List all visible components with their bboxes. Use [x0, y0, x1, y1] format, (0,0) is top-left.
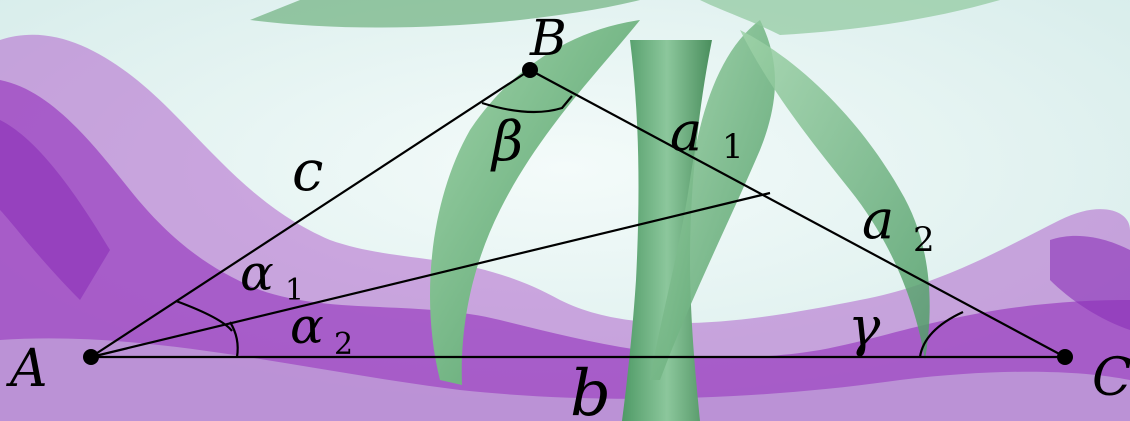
vertex-a-dot — [83, 349, 99, 365]
triangle — [90, 69, 1066, 359]
side-a1-label: a — [670, 100, 702, 163]
side-c-label: c — [292, 139, 323, 204]
side-b-label: b — [570, 357, 611, 421]
angle-alpha2-arc — [229, 321, 239, 358]
angle-gamma-arc — [918, 311, 964, 358]
angle-gamma-label: γ — [848, 295, 881, 358]
side-a1-subscript: 1 — [722, 127, 744, 167]
vertex-b-label: B — [529, 9, 567, 67]
angle-alpha1-arc — [175, 299, 233, 332]
side-c-line — [90, 69, 531, 358]
vertex-b-dot — [522, 62, 538, 78]
side-a2-label: a — [862, 188, 894, 251]
angle-alpha2-subscript: 2 — [334, 327, 353, 362]
angle-alpha1-label: α — [240, 244, 274, 302]
vertex-c-dot — [1057, 349, 1073, 365]
side-a2-subscript: 2 — [913, 220, 935, 260]
angle-alpha2-label: α — [290, 297, 324, 355]
angle-alpha1-subscript: 1 — [285, 273, 304, 308]
vertex-c-label: C — [1092, 348, 1130, 408]
angle-beta-arc — [481, 95, 573, 114]
vertex-a-label: A — [6, 339, 48, 399]
side-a-line — [529, 69, 1066, 358]
angle-beta-label: β — [490, 110, 523, 173]
cevian-line — [90, 191, 771, 359]
